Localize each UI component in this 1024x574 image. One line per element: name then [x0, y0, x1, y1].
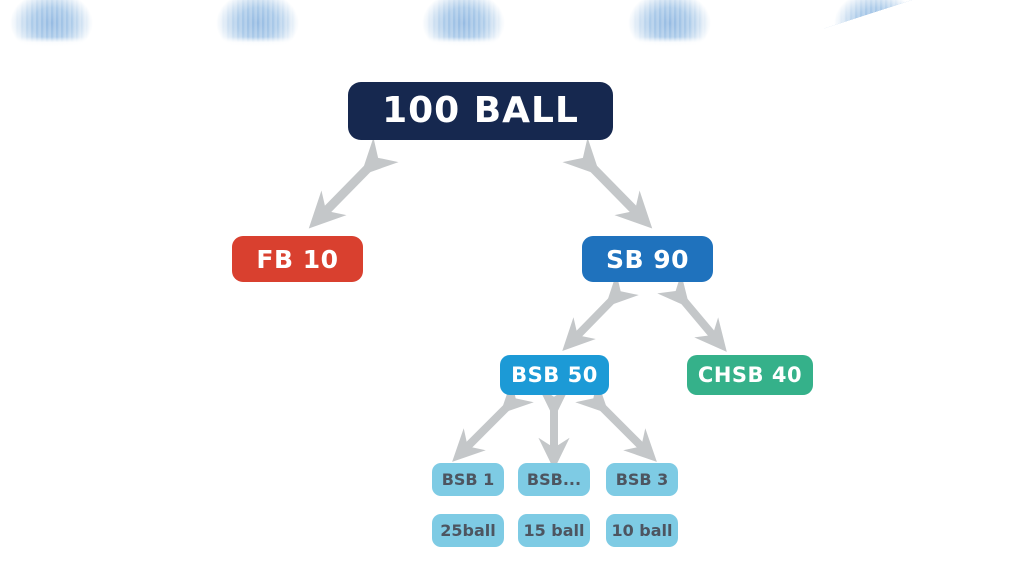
count-bsb-3[interactable]: 10 ball: [606, 514, 678, 547]
arrow-sb90-to-chsb40: [657, 273, 727, 352]
arrow-root-to-fb10: [308, 137, 399, 229]
arrow-sb90-to-bsb50: [562, 273, 639, 352]
ikat-pattern-tile: [927, 0, 1024, 46]
node-fb-10[interactable]: FB 10: [232, 236, 363, 282]
node-bsb-3[interactable]: BSB 3: [606, 463, 678, 496]
node-bsb-50[interactable]: BSB 50: [500, 355, 609, 395]
header-fade-edge: [0, 37, 1024, 46]
count-bsb-1[interactable]: 25ball: [432, 514, 504, 547]
node-bsb-1[interactable]: BSB 1: [432, 463, 504, 496]
ikat-pattern-tile: [824, 0, 927, 46]
header-decoration-band: [0, 0, 1024, 46]
arrow-bsb50-to-bsb1: [452, 380, 534, 462]
arrow-root-to-sb90: [562, 137, 653, 229]
node-root-100-ball[interactable]: 100 BALL: [348, 82, 613, 140]
node-bsb-2[interactable]: BSB...: [518, 463, 590, 496]
node-sb-90[interactable]: SB 90: [582, 236, 713, 282]
node-chsb-40[interactable]: CHSB 40: [687, 355, 813, 395]
arrow-bsb50-to-bsb3: [575, 380, 657, 462]
count-bsb-2[interactable]: 15 ball: [518, 514, 590, 547]
